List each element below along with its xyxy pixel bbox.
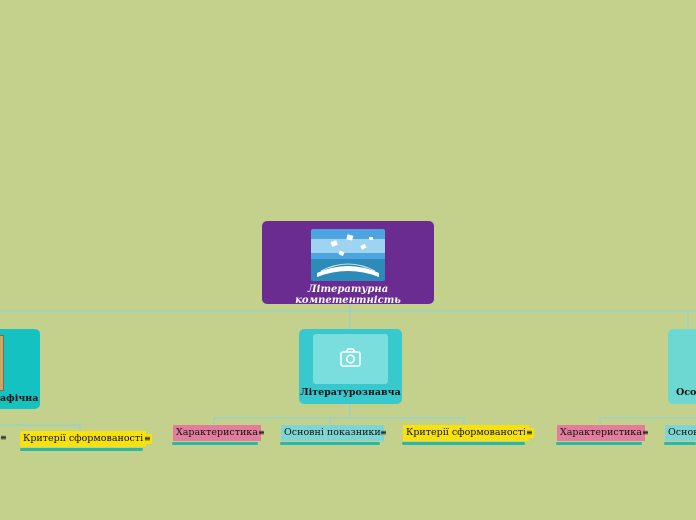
leaf-mid-characteristics[interactable]: Характеристика	[173, 425, 261, 441]
leaf-underline	[20, 448, 143, 451]
leaf-right-characteristics[interactable]: Характеристика	[557, 425, 645, 441]
branch-node-mid[interactable]: Літературознавча	[299, 329, 402, 404]
root-node[interactable]: Літературна компетентність	[262, 221, 434, 306]
bookshelf-image	[0, 335, 4, 391]
leaf-right-indicators[interactable]: Основ	[665, 425, 696, 441]
leaf-underline	[556, 442, 642, 445]
notes-icon[interactable]: ≡	[642, 428, 649, 437]
connector-left-leaves	[0, 424, 81, 430]
open-book-flying-pages-image	[311, 229, 385, 281]
leaf-left-criteria[interactable]: Критерії сформованості	[20, 431, 147, 447]
leaf-underline	[280, 442, 380, 445]
notes-icon[interactable]: ≡	[0, 433, 7, 442]
notes-icon[interactable]: ≡	[525, 428, 534, 438]
connector-right-leaves	[599, 417, 696, 424]
leaf-mid-criteria[interactable]: Критерії сформованості	[403, 425, 530, 441]
root-title: Літературна компетентність	[295, 284, 401, 306]
branch-title-right: Особ	[676, 387, 696, 398]
notes-icon[interactable]: ≡	[143, 434, 152, 444]
leaf-underline	[664, 442, 696, 445]
camera-icon	[340, 348, 361, 367]
connector-mid-leaves	[213, 404, 465, 424]
notes-icon[interactable]: ≡	[380, 428, 387, 437]
leaf-mid-indicators[interactable]: Основні показники	[281, 425, 384, 441]
branch-title-left: афічна	[0, 393, 39, 404]
branch-title-mid: Літературознавча	[300, 387, 401, 398]
branch-node-left[interactable]: афічна	[0, 329, 40, 409]
notes-icon[interactable]: ≡	[258, 428, 265, 437]
leaf-underline	[172, 442, 258, 445]
image-placeholder[interactable]	[313, 334, 388, 384]
leaf-underline	[402, 442, 525, 445]
branch-node-right[interactable]: Особ	[668, 329, 696, 404]
